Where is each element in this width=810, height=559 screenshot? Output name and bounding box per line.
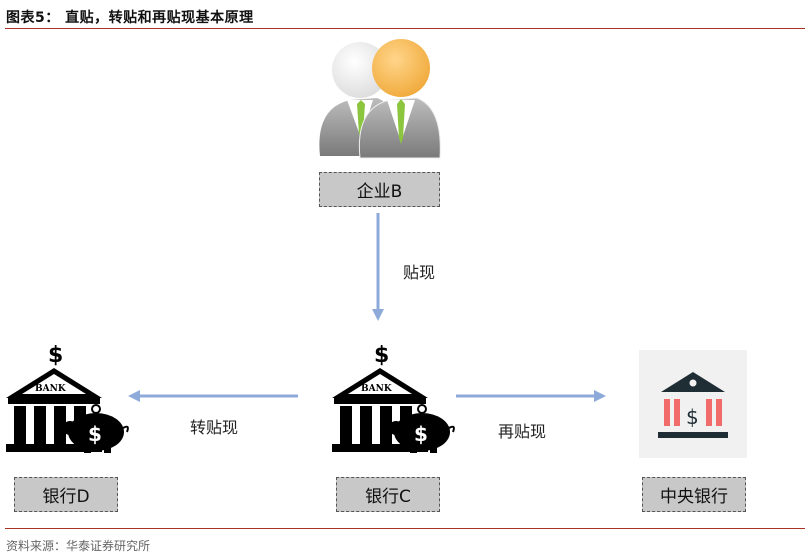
svg-text:BANK: BANK (361, 384, 393, 394)
svg-text:$: $ (88, 422, 102, 446)
edge-label-rediscount-central: 再贴现 (498, 422, 547, 441)
arrow-down-icon (372, 213, 384, 321)
node-central-bank: 中央银行 (642, 477, 746, 512)
bank-d-icon: $ BANK $ (6, 343, 129, 453)
footer-divider (5, 528, 805, 529)
svg-text:$: $ (686, 405, 699, 429)
node-enterprise-b: 企业B (319, 172, 440, 207)
node-bank-c: 银行C (336, 477, 440, 512)
svg-text:BANK: BANK (35, 384, 67, 394)
svg-text:$: $ (48, 343, 63, 368)
edge-label-rediscount-transfer: 转贴现 (190, 418, 239, 437)
title-divider (5, 28, 805, 29)
arrow-right-icon (456, 390, 606, 402)
figure-title: 图表5： 直贴，转贴和再贴现基本原理 (6, 10, 254, 26)
central-bank-icon: $ (639, 350, 747, 458)
business-people-icon (319, 39, 441, 159)
bank-c-icon: $ BANK $ (332, 343, 455, 453)
svg-text:$: $ (374, 343, 389, 368)
edge-label-discount: 贴现 (403, 263, 436, 282)
svg-text:$: $ (414, 422, 428, 446)
source-note: 资料来源：华泰证券研究所 (6, 539, 151, 553)
arrow-left-icon (128, 390, 298, 402)
node-bank-d: 银行D (14, 477, 118, 512)
